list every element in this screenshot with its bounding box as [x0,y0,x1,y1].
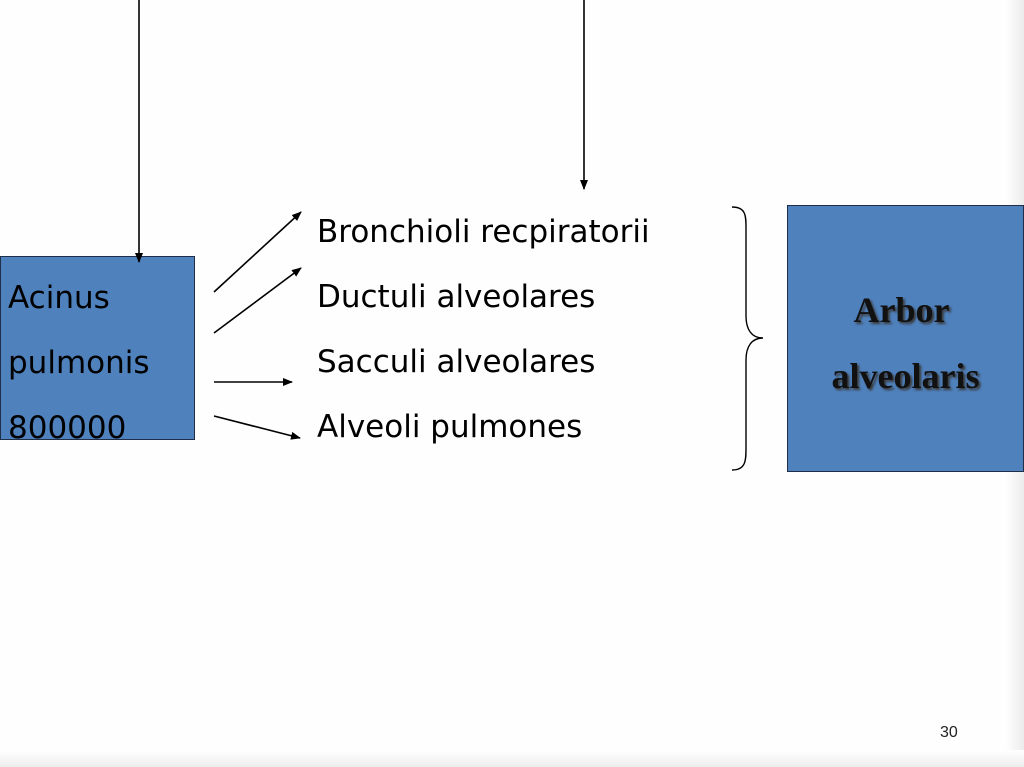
arbor-label-line-1: Arbor [853,290,950,330]
arrow-to-alveoli [213,415,301,440]
item-alveoli: Alveoli pulmones [317,409,583,445]
acinus-count: 800000 [8,410,127,446]
arrow-to-bronchioli [213,211,302,293]
arrow-to-ductuli [213,267,302,334]
slide-edge-shadow-bottom [0,750,1024,767]
item-sacculi: Sacculi alveolares [317,344,596,380]
acinus-box [0,256,195,440]
acinus-label-line-2: pulmonis [8,345,150,381]
item-bronchioli: Bronchioli recpiratorii [317,214,650,250]
item-ductuli: Ductuli alveolares [317,279,596,315]
curly-brace [731,206,764,471]
page-number: 30 [940,724,958,741]
acinus-label-line-1: Acinus [8,280,110,316]
arbor-label-line-2: alveolaris [831,356,980,396]
